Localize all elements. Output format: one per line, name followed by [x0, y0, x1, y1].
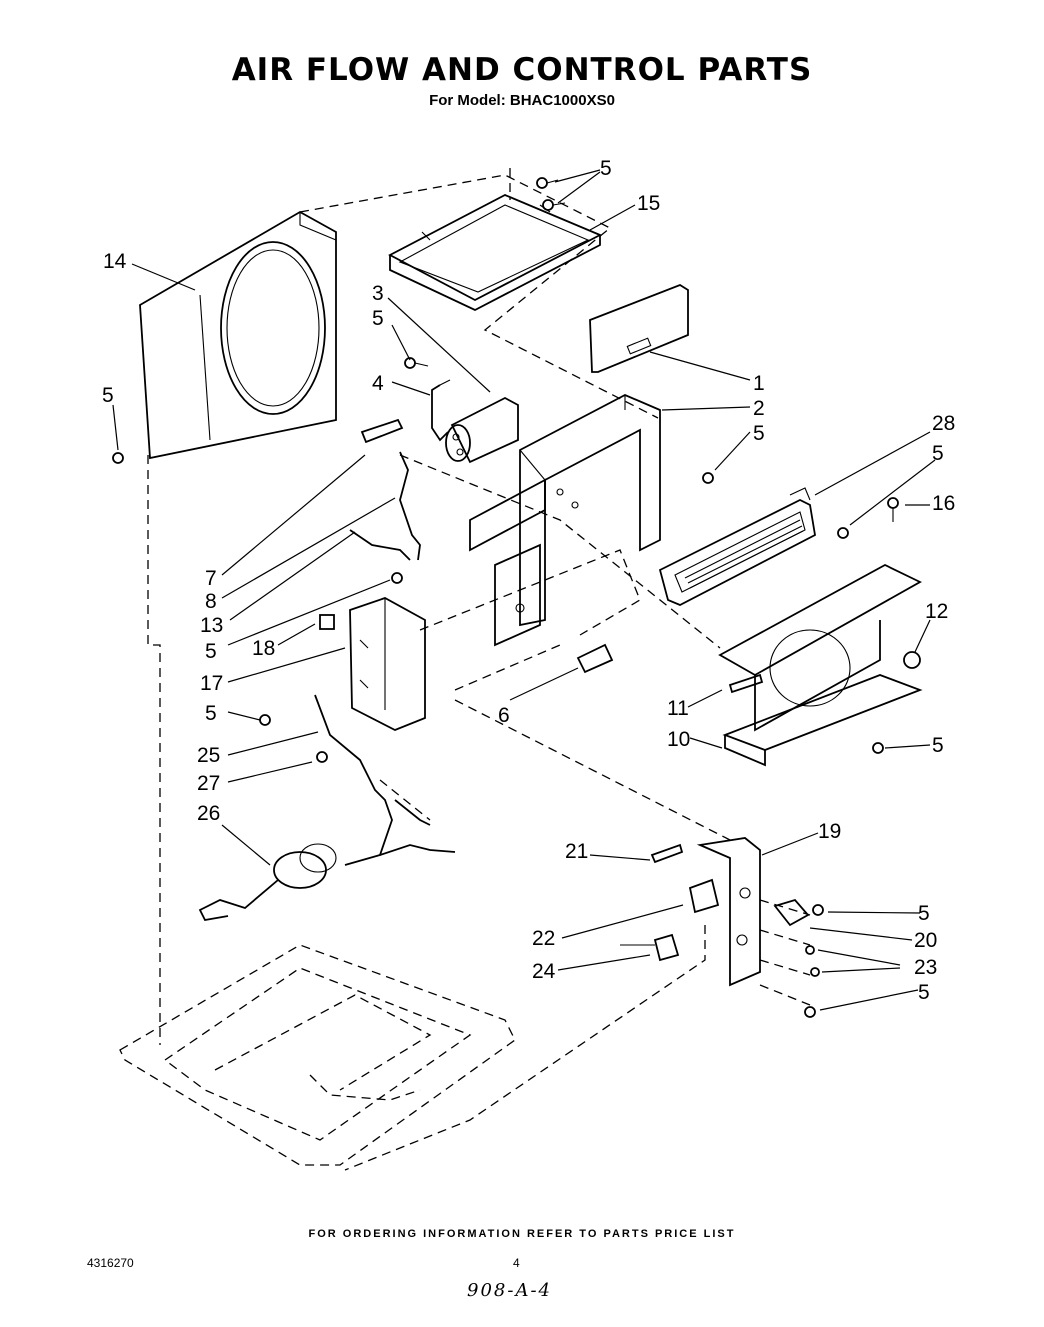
callout-28: 28	[932, 412, 955, 435]
callout-leaders	[112, 169, 936, 1011]
screws	[112, 177, 884, 1018]
part-2-control-box	[469, 394, 661, 647]
part-7-bracket	[360, 418, 421, 561]
part-28-grille	[658, 487, 816, 606]
callout-22: 22	[532, 927, 555, 950]
callout-2: 2	[753, 397, 765, 420]
part-10-motor-mount	[718, 563, 923, 767]
document-number: 4316270	[87, 1256, 134, 1270]
callout-15: 15	[637, 192, 660, 215]
callout-20: 20	[914, 929, 937, 952]
part-12-grommet	[903, 651, 921, 669]
part-19-control-bracket	[620, 837, 810, 987]
callout-5h: 5	[932, 734, 944, 757]
callout-5g: 5	[205, 702, 217, 725]
part-3-capacitor	[445, 396, 519, 464]
callout-14: 14	[103, 250, 127, 273]
part-14-orifice-panel	[139, 210, 337, 460]
handwritten-note: 908-A-4	[467, 1280, 552, 1301]
callout-7: 7	[205, 567, 217, 590]
callout-3: 3	[372, 282, 384, 305]
part-26-power-cord	[198, 694, 456, 922]
assembly-guide-lines	[147, 168, 811, 1171]
part-16-clip	[887, 497, 899, 522]
callout-1: 1	[753, 372, 765, 395]
callout-5d: 5	[753, 422, 765, 445]
callout-27: 27	[197, 772, 220, 795]
callout-labels: 5 15 14 3 5 4 5 1 2 5 28 5 16 7 8 12 13 …	[102, 157, 955, 1004]
page-number: 4	[513, 1256, 520, 1270]
callout-5a: 5	[600, 157, 612, 180]
ordering-footer-note: FOR ORDERING INFORMATION REFER TO PARTS …	[308, 1228, 736, 1240]
callout-18: 18	[252, 637, 275, 660]
callout-13: 13	[200, 614, 223, 637]
part-4-strap	[431, 379, 451, 442]
callout-12: 12	[925, 600, 948, 623]
callout-24: 24	[532, 960, 556, 983]
part-17-panel	[319, 597, 426, 731]
callout-8: 8	[205, 590, 217, 613]
callout-10: 10	[667, 728, 690, 751]
callout-17: 17	[200, 672, 223, 695]
callout-5e: 5	[932, 442, 944, 465]
callout-5c: 5	[102, 384, 114, 407]
base-pan	[119, 944, 516, 1166]
callout-11: 11	[667, 697, 689, 720]
part-13-wire	[349, 529, 411, 561]
callout-5f: 5	[205, 640, 217, 663]
callout-19: 19	[818, 820, 841, 843]
callout-4: 4	[372, 372, 384, 395]
part-1-panel	[589, 283, 689, 373]
page-title: AIR FLOW AND CONTROL PARTS	[231, 52, 813, 88]
model-subtitle: For Model: BHAC1000XS0	[429, 92, 615, 109]
callout-5i: 5	[918, 902, 930, 925]
callout-5j: 5	[918, 981, 930, 1004]
callout-16: 16	[932, 492, 955, 515]
callout-23: 23	[914, 956, 937, 979]
callout-5b: 5	[372, 307, 384, 330]
part-6-strip	[576, 643, 614, 674]
callout-6: 6	[498, 704, 510, 727]
callout-21: 21	[565, 840, 588, 863]
callout-26: 26	[197, 802, 220, 825]
callout-25: 25	[197, 744, 220, 767]
part-15-top-bracket	[388, 194, 603, 312]
grille-mesh	[684, 519, 804, 589]
